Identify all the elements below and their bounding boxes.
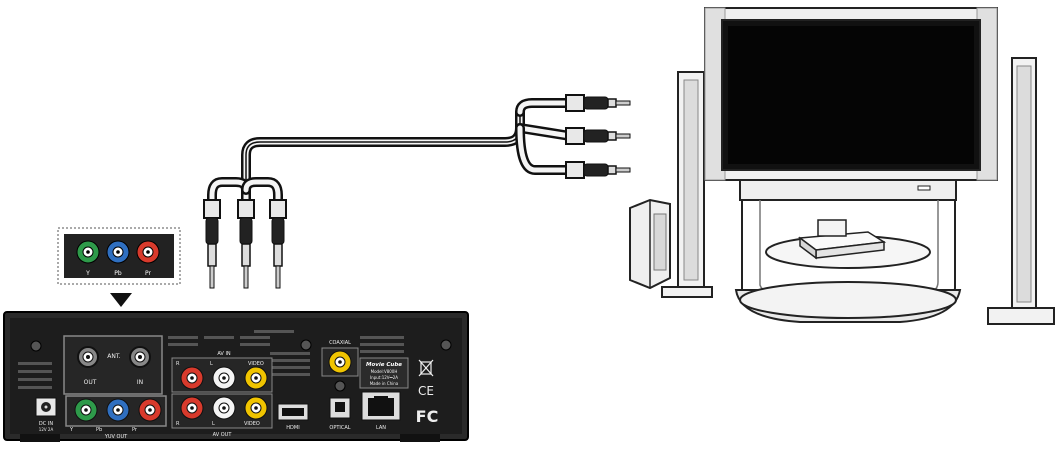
coaxial-port: COAXIAL [321,340,359,392]
av-in-r-jack [180,366,204,390]
ypbpr-callout: Y Pb Pr [57,227,181,285]
component-av-cable [207,98,575,210]
yuv-out-label: YUV OUT [104,434,128,440]
callout-jack-y [76,240,100,264]
av-out-l-label: L [212,421,215,427]
right-tower-speaker [987,57,1055,325]
av-in-label: AV IN [217,351,231,357]
av-in-l-jack [212,366,236,390]
media-player-rear-panel: ANT. OUT IN [3,311,469,442]
player-side-rca-plugs [203,199,287,289]
av-out-video-label: VIDEO [244,421,260,427]
left-tower-speaker [661,71,713,298]
av-in-section: AV IN R L VIDEO [171,351,273,393]
av-out-l-jack [212,396,236,420]
av-in-r-label: R [176,361,180,367]
callout-label-pb: Pb [114,270,122,277]
arrow-down-icon [110,293,132,307]
ant-out-label: OUT [84,379,97,386]
ant-in-label: IN [137,379,143,386]
input-label: Input:12V⎓2A [370,375,398,380]
av-in-video-label: VIDEO [248,361,264,367]
brand-label: Movie Cube [366,362,402,368]
yuv-pb-jack [106,398,130,422]
hdmi-label: HDMI [286,425,299,431]
dc-spec-label: 12V 2A [39,427,54,432]
vent-left [18,362,52,389]
yuv-pr-label: Pr [132,427,138,433]
yuv-pb-label: Pb [96,427,102,433]
optical-label: OPTICAL [329,425,350,431]
av-out-section: R L VIDEO AV OUT [171,393,273,438]
model-label: Model:V800H [371,369,398,374]
antenna-section: ANT. OUT IN [63,335,163,395]
tv-stand [734,179,962,323]
av-out-label: AV OUT [213,432,233,438]
av-out-video-jack [244,396,268,420]
flat-panel-tv [704,7,998,181]
callout-jack-pb [106,240,130,264]
av-out-r-label: R [176,421,180,427]
made-in-label: Made in China [370,381,399,386]
yuv-out-section: Y Pb Pr YUV OUT [65,395,167,440]
subwoofer [629,198,671,290]
dc-in-label: DC IN [39,421,53,427]
yuv-pr-jack [138,398,162,422]
dc-in-section: DC IN 12V 2A [35,397,57,432]
coaxial-label: COAXIAL [329,340,351,346]
callout-jack-pr [136,240,160,264]
rating-label: Movie Cube Model:V800H Input:12V⎓2A Made… [359,357,409,389]
av-in-l-label: L [210,361,213,367]
lan-port: LAN [361,391,401,431]
tv-side-rca-plugs [565,94,631,179]
weee-bin-icon [418,359,434,377]
yuv-y-label: Y [69,427,74,433]
fc-mark-icon: FC [416,407,439,426]
callout-label-pr: Pr [145,270,152,277]
optical-port: OPTICAL [329,397,351,431]
home-theater-illustration [629,7,1055,325]
callout-label-y: Y [85,270,90,277]
lan-label: LAN [376,425,386,431]
ce-mark-icon: CE [418,384,434,398]
hdmi-port: HDMI [277,403,309,431]
yuv-y-jack [74,398,98,422]
ant-label: ANT. [107,353,121,360]
dvd-player-on-stand [797,219,887,260]
vent-top [168,330,404,376]
ant-in-jack [129,346,151,368]
av-in-video-jack [244,366,268,390]
ant-out-jack [77,346,99,368]
av-out-r-jack [180,396,204,420]
